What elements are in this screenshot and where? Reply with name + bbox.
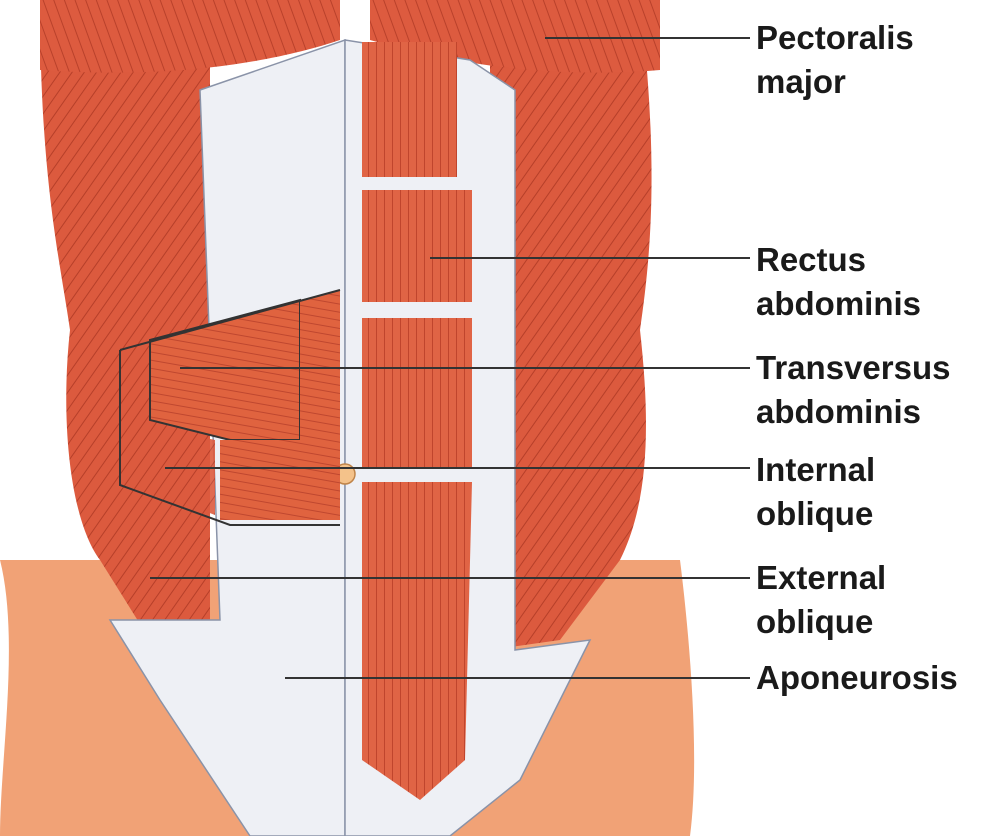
label-internal-oblique: Internal oblique [756, 448, 875, 536]
label-pectoralis-major: Pectoralis major [756, 16, 914, 104]
label-transversus-abdominis: Transversus abdominis [756, 346, 950, 434]
label-aponeurosis: Aponeurosis [756, 656, 958, 700]
label-external-oblique: External oblique [756, 556, 886, 644]
label-rectus-abdominis: Rectus abdominis [756, 238, 921, 326]
